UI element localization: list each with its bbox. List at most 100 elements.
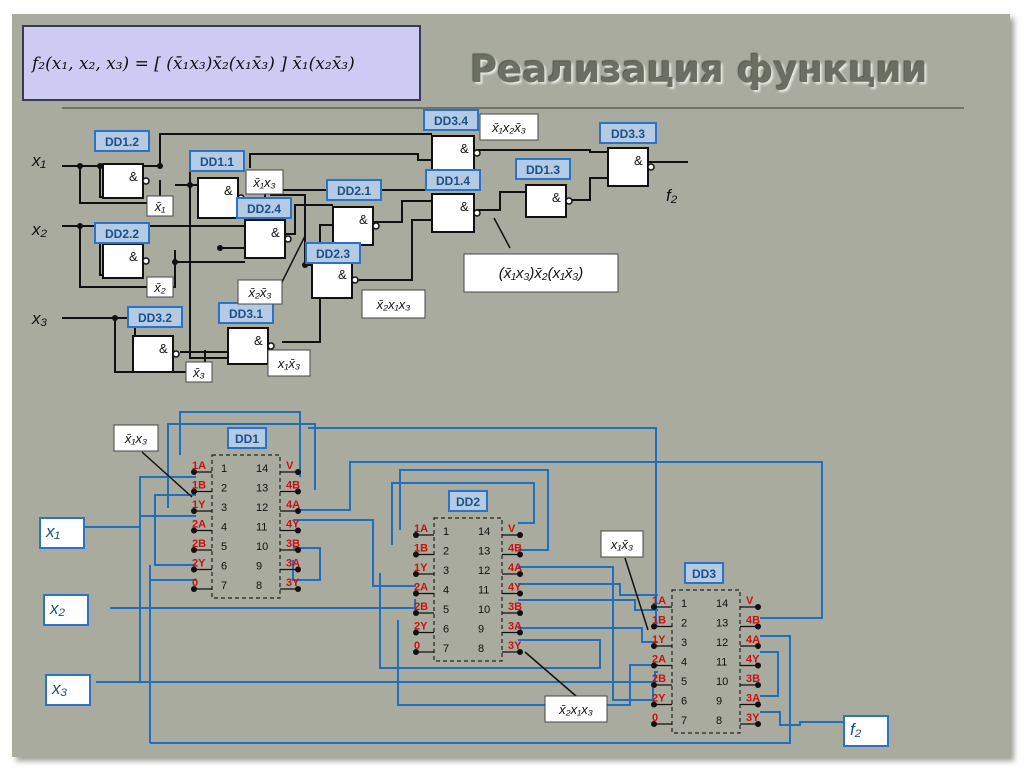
gate-tag-box	[448, 490, 488, 512]
pin-dot	[295, 547, 301, 553]
junction-dot	[112, 315, 118, 321]
gate-tag-label: DD1.4	[436, 174, 470, 188]
and-gate: &	[525, 184, 573, 218]
pin-number: 2	[681, 618, 687, 630]
gate-tag-label: DD3.2	[138, 311, 172, 325]
pin-number: 2	[221, 483, 227, 495]
pin-dot	[517, 551, 523, 558]
expression-box	[146, 276, 174, 298]
wire	[167, 423, 316, 508]
gate-tag: DD1.3	[515, 158, 571, 180]
wire	[760, 651, 779, 697]
pin-dot	[517, 649, 523, 655]
gate-tag-box	[127, 306, 183, 328]
pin-dot	[755, 682, 761, 688]
expression-note: x̄₂x₁x₃	[361, 289, 426, 319]
chip-body	[211, 454, 281, 599]
gate-tag-box	[189, 150, 245, 172]
pin-label: 2Y	[652, 693, 666, 705]
pin-label: 4A	[508, 562, 522, 574]
expression-text: x̄₂	[153, 280, 166, 295]
pin-label: 0	[652, 712, 658, 724]
pin-dot	[651, 623, 657, 630]
pin-dot	[295, 566, 301, 573]
inverter-bubble	[473, 149, 481, 157]
gate-tag: DD2.3	[305, 242, 361, 264]
gate-symbol: &	[552, 190, 561, 205]
gate-tag: DD1	[227, 427, 267, 449]
gate-tag: DD2.2	[94, 222, 150, 244]
pin-number: 1	[443, 526, 449, 538]
pin-number: 6	[443, 624, 449, 636]
pin-number: 11	[716, 657, 727, 669]
inverter-bubble	[267, 342, 275, 350]
wire	[293, 519, 416, 587]
junction-dot	[172, 259, 178, 265]
wire	[292, 547, 321, 581]
and-gate: &	[102, 243, 150, 279]
expression-box	[600, 530, 644, 558]
pin-number: 10	[716, 676, 728, 688]
pin-number: 6	[221, 561, 227, 573]
expression-note: x̄₂x₁x₃	[544, 695, 608, 723]
gate-tag-label: DD1.2	[105, 135, 139, 149]
expression-text: x₁x̄₃	[610, 537, 633, 552]
inverter-bubble	[647, 163, 655, 171]
gate-tag-box	[425, 169, 481, 191]
junction-dot	[77, 163, 83, 169]
pin-label: 3A	[286, 558, 300, 570]
pin-number: 9	[256, 561, 262, 573]
expression-note: x̄₁x₂x̄₃	[479, 113, 539, 141]
wire	[518, 566, 654, 701]
pin-number: 13	[256, 483, 268, 495]
expression-text: x̄₁x₃	[124, 431, 147, 446]
pin-dot	[191, 508, 197, 514]
expression-text: x̄₂x₁x₃	[558, 702, 593, 717]
gate-tag: DD2	[448, 490, 488, 512]
gate-tag: DD3.3	[599, 122, 657, 144]
expression-text: x̄₁x₃	[252, 175, 275, 190]
pin-number: 13	[716, 618, 728, 630]
expression-note: x̄₃	[185, 361, 213, 383]
inverter-bubble	[142, 177, 150, 185]
wire	[139, 476, 196, 682]
input-text: x₂	[49, 599, 66, 618]
input-box	[45, 674, 91, 706]
input-box	[43, 594, 89, 626]
pin-number: 3	[443, 565, 449, 577]
inverter-bubble	[172, 350, 180, 358]
pin-dot	[517, 532, 523, 538]
pin-dot	[191, 469, 197, 475]
pin-dot	[517, 610, 523, 616]
pin-number: 8	[256, 580, 262, 592]
gate-symbol: &	[129, 249, 138, 264]
pin-dot	[191, 566, 197, 573]
gate-body	[431, 193, 475, 233]
wire	[149, 579, 196, 743]
expression-text: (x̄₁x₃)x̄₂(x₁x̄₃)	[499, 265, 584, 282]
input-text: x₃	[51, 679, 68, 698]
pin-label: 4Y	[508, 582, 522, 594]
pin-number: 5	[443, 604, 449, 616]
pin-label: V	[746, 595, 754, 607]
wire	[150, 635, 791, 744]
pin-label: 1A	[652, 595, 666, 607]
chip-body	[671, 589, 741, 734]
pin-label: 2A	[652, 654, 666, 666]
gate-symbol: &	[338, 267, 347, 282]
pin-label: 1A	[414, 523, 428, 535]
pin-dot	[413, 629, 419, 636]
expression-box	[113, 424, 159, 452]
wire	[154, 494, 196, 527]
gate-tag-box	[326, 179, 382, 201]
gate-tag: DD1.2	[94, 130, 150, 152]
pin-label: V	[508, 523, 516, 535]
gate-tag-label: DD3	[692, 567, 716, 581]
junction-dot	[187, 182, 193, 188]
leader-line	[524, 651, 577, 697]
gate-tag-label: DD1	[235, 432, 259, 446]
